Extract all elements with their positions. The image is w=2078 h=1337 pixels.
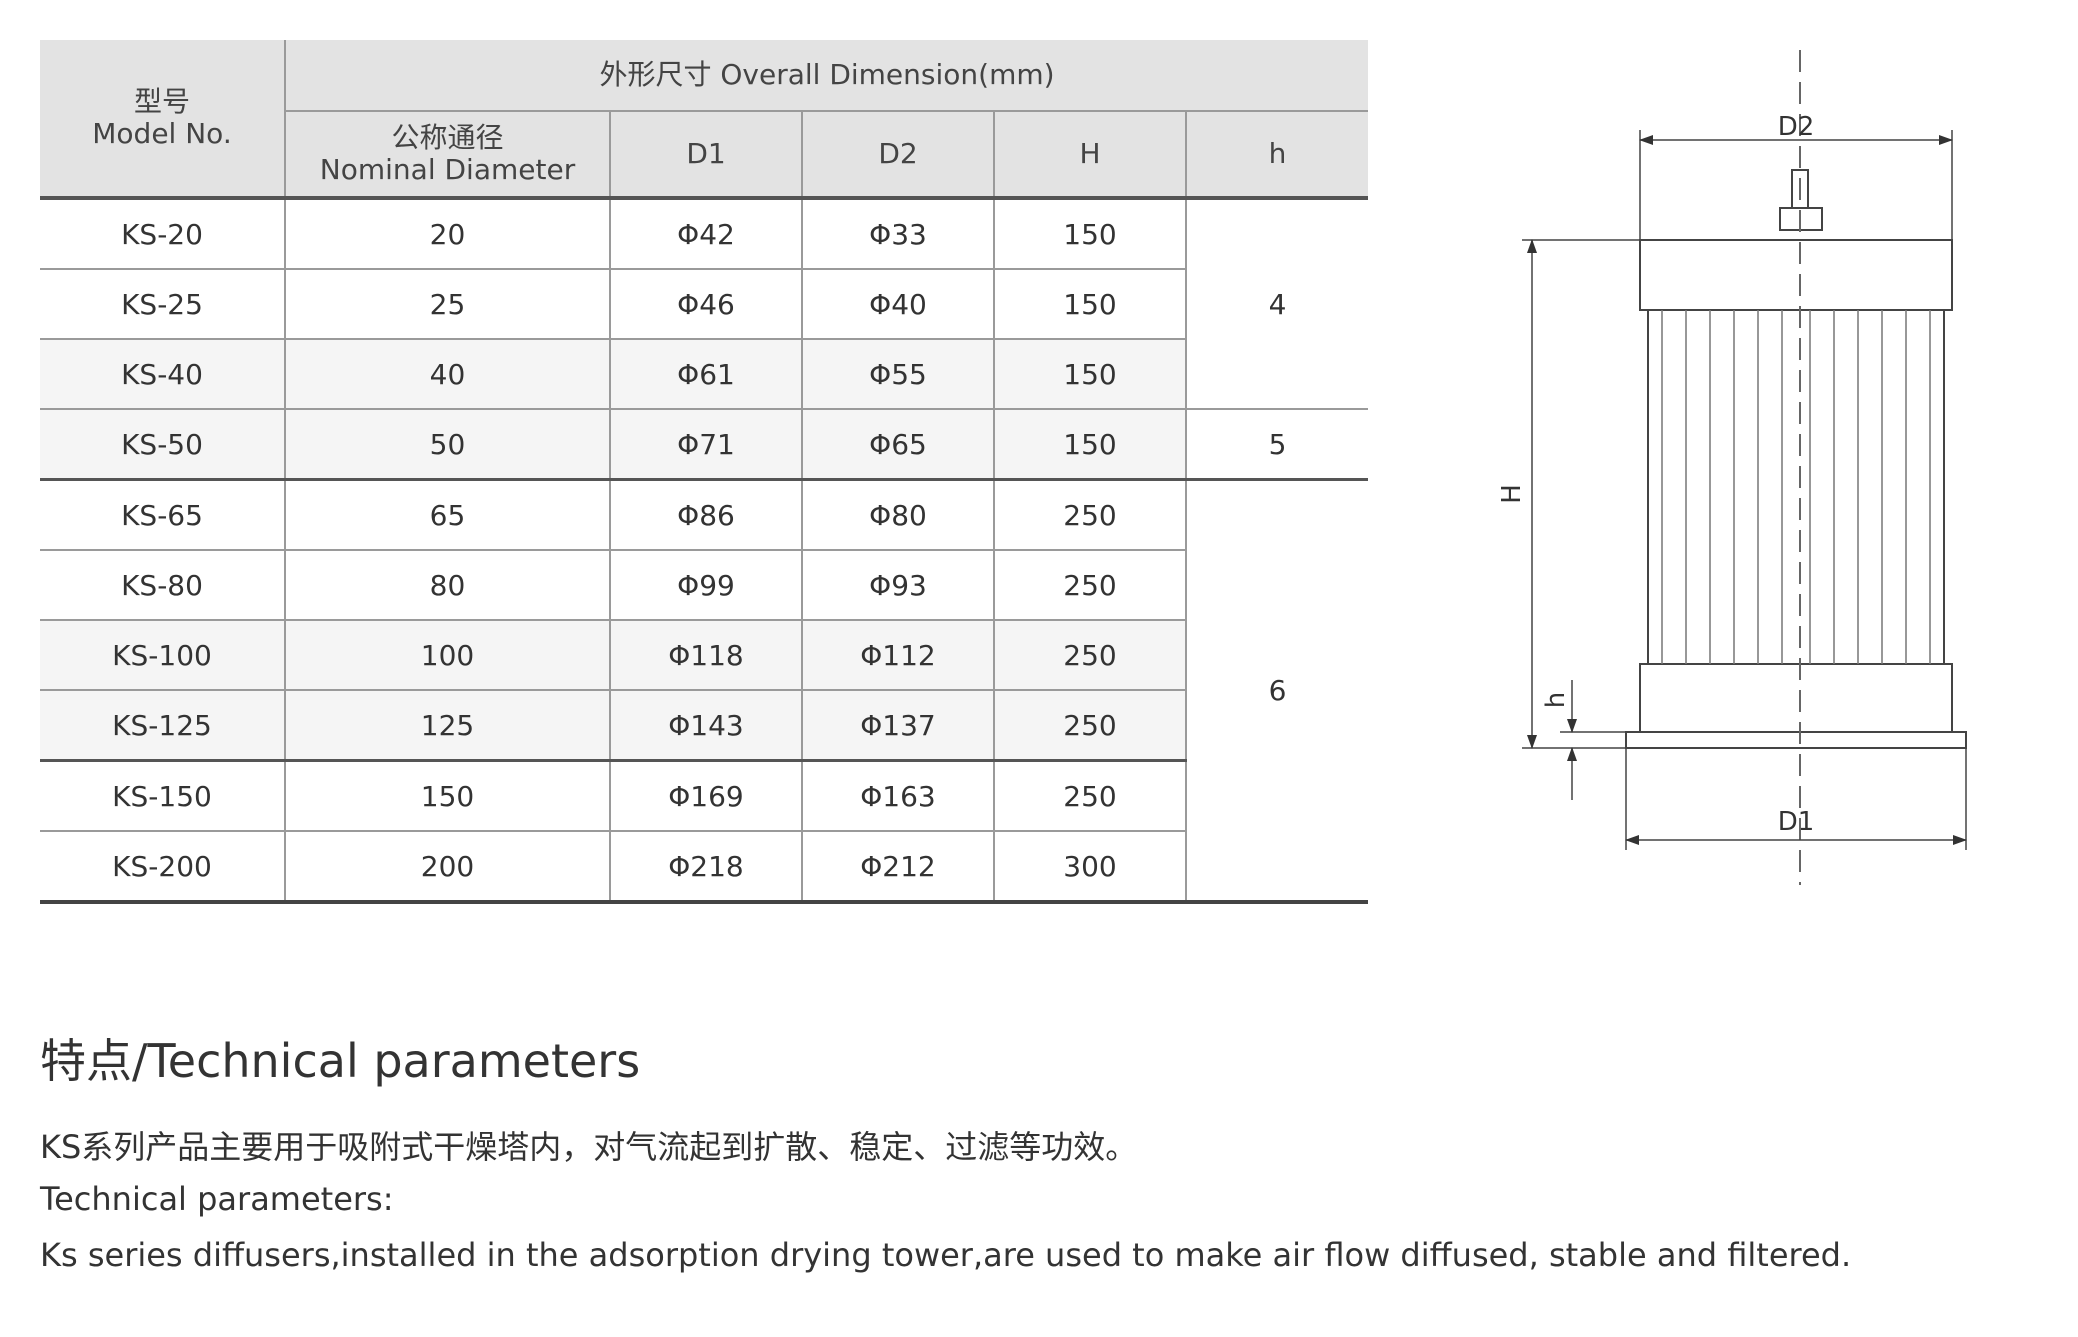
table-row: KS-65 65 Φ86 Φ80 250 6 [40,479,1369,904]
d2-cell: Φ65 [801,409,994,481]
d1-cell: Φ71 [609,409,802,481]
small-h-cell: 4 [1184,198,1369,410]
d1-cell: Φ118 [609,620,802,691]
model-header-cn: 型号 [133,85,190,118]
model-cell: KS-200 [40,831,285,904]
d1-cell: Φ61 [609,339,802,410]
model-cell: KS-150 [40,760,285,832]
nominal-cell: 40 [284,339,610,410]
small-h-cell: 5 [1184,409,1369,481]
nominal-cell: 20 [284,198,610,270]
height-label: H [1497,484,1527,504]
d1-cell: Φ86 [609,479,802,551]
dimension-lines [1522,130,1967,850]
table-row: KS-40 40 Φ61 Φ55 150 [40,339,1368,410]
model-cell: KS-25 [40,269,285,340]
nominal-cell: 80 [284,550,610,621]
d2-cell: Φ80 [801,479,994,551]
d2-cell: Φ112 [801,620,994,691]
height-cell: 150 [993,269,1186,340]
d1-cell: Φ218 [609,831,802,904]
table-row: KS-50 50 Φ71 Φ65 150 5 [40,409,1369,481]
overall-dimension-header: 外形尺寸 Overall Dimension(mm) [285,40,1369,112]
table-row: KS-200 200 Φ218 Φ212 300 [40,831,1368,904]
technical-subtitle: Technical parameters: [40,1180,394,1218]
height-cell: 250 [993,479,1186,551]
height-cell: 250 [993,620,1186,691]
height-header: H [993,111,1186,200]
section-title: 特点/Technical parameters [40,1034,641,1088]
model-cell: KS-20 [40,198,285,270]
drawing-labels: D2 D1 H h [1497,112,1814,837]
description-cn: KS系列产品主要用于吸附式干燥塔内，对气流起到扩散、稳定、过滤等功效。 [40,1128,1138,1166]
height-cell: 150 [993,409,1186,481]
d2-label: D2 [1778,112,1815,142]
table-row: KS-25 25 Φ46 Φ40 150 [40,269,1368,340]
d1-cell: Φ143 [609,690,802,762]
height-cell: 300 [993,831,1186,904]
nominal-diameter-header: 公称通径 Nominal Diameter [285,111,610,200]
model-header: 型号 Model No. [40,40,286,200]
d2-cell: Φ163 [801,760,994,832]
d2-cell: Φ33 [801,198,994,270]
nominal-cell: 100 [284,620,610,691]
model-header-en: Model No. [92,117,232,150]
nominal-cell: 50 [284,409,610,481]
d2-header: D2 [801,111,994,200]
d1-header: D1 [609,111,802,200]
description-en: Ks series diffusers,installed in the ads… [40,1236,1852,1274]
nominal-cell: 200 [284,831,610,904]
d2-cell: Φ93 [801,550,994,621]
model-cell: KS-40 [40,339,285,410]
model-cell: KS-80 [40,550,285,621]
table-row: KS-100 100 Φ118 Φ112 250 [40,620,1368,691]
nominal-header-en: Nominal Diameter [319,153,576,186]
nominal-cell: 150 [284,760,610,832]
table-header: 型号 Model No. 外形尺寸 Overall Dimension(mm) … [40,40,1369,200]
diffuser-outline [1625,169,1967,749]
d2-cell: Φ137 [801,690,994,762]
height-cell: 250 [993,550,1186,621]
nominal-header-cn: 公称通径 [391,121,504,154]
filter-ribs [1661,310,1931,664]
d2-cell: Φ40 [801,269,994,340]
d2-cell: Φ212 [801,831,994,904]
diffuser-dimension-drawing: D2 D1 H h [1497,50,1967,885]
d1-cell: Φ46 [609,269,802,340]
nominal-cell: 65 [284,479,610,551]
table-row: KS-80 80 Φ99 Φ93 250 [40,550,1368,621]
d2-cell: Φ55 [801,339,994,410]
small-h-header: h [1184,111,1369,200]
small-h-cell: 6 [1184,479,1369,904]
height-cell: 150 [993,198,1186,270]
table-row: KS-125 125 Φ143 Φ137 250 [40,690,1368,762]
table-row: KS-20 20 Φ42 Φ33 150 4 [40,198,1369,410]
model-cell: KS-125 [40,690,285,762]
table-body: KS-20 20 Φ42 Φ33 150 4 KS-25 25 Φ46 Φ40 … [40,198,1369,904]
d1-label: D1 [1778,807,1815,837]
nominal-cell: 125 [284,690,610,762]
height-cell: 150 [993,339,1186,410]
height-cell: 250 [993,690,1186,762]
small-h-label: h [1541,692,1571,708]
nominal-cell: 25 [284,269,610,340]
d1-cell: Φ99 [609,550,802,621]
height-cell: 250 [993,760,1186,832]
d1-cell: Φ169 [609,760,802,832]
model-cell: KS-50 [40,409,285,481]
dimension-table: 型号 Model No. 外形尺寸 Overall Dimension(mm) … [40,40,1369,904]
model-cell: KS-100 [40,620,285,691]
d1-cell: Φ42 [609,198,802,270]
model-cell: KS-65 [40,479,285,551]
table-row: KS-150 150 Φ169 Φ163 250 [40,760,1368,832]
